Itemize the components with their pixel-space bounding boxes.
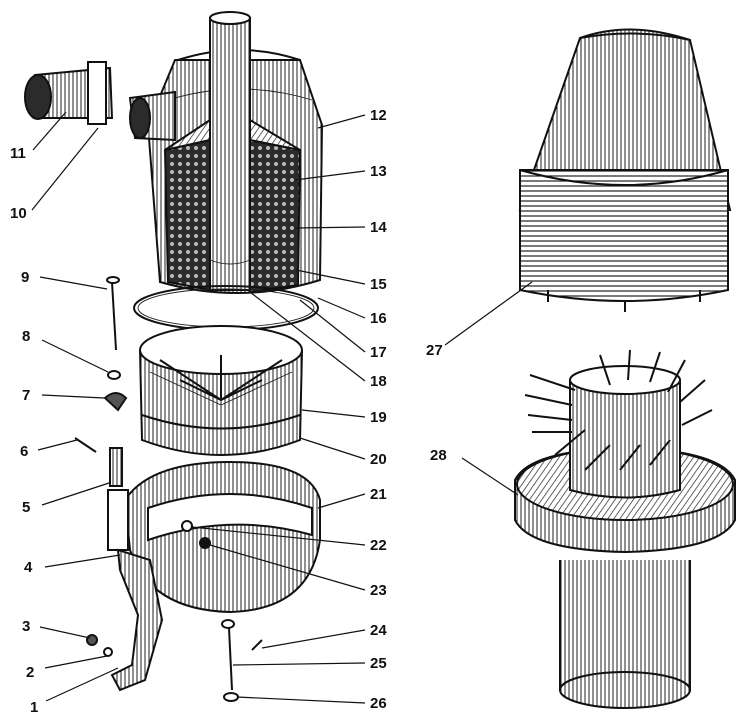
leader-8 [41, 339, 109, 373]
callout-labels: 1 2 3 4 5 6 7 8 9 10 11 12 13 14 15 16 1… [10, 107, 447, 716]
callout-14: 14 [370, 219, 387, 236]
callout-28: 28 [430, 447, 447, 464]
callout-16: 16 [370, 310, 387, 327]
callout-19: 19 [370, 409, 387, 426]
callout-20: 20 [370, 451, 387, 468]
leader-11 [32, 111, 67, 151]
callout-4: 4 [24, 559, 33, 576]
leader-2 [44, 655, 108, 669]
fasteners [74, 276, 263, 702]
main-filter-assembly [24, 11, 324, 702]
clamp-band [123, 460, 321, 614]
leader-16 [317, 297, 366, 319]
callout-17: 17 [370, 344, 387, 361]
callout-2: 2 [26, 664, 34, 681]
leader-25 [232, 662, 366, 666]
callout-9: 9 [21, 269, 29, 286]
leader-lines [31, 111, 533, 704]
vane-cup [139, 325, 303, 456]
leader-9 [39, 276, 108, 290]
leader-23 [209, 544, 366, 591]
callout-5: 5 [22, 499, 30, 516]
leader-28 [461, 457, 519, 496]
inlet-pipe [24, 61, 176, 142]
callout-15: 15 [370, 276, 387, 293]
leader-1 [45, 667, 119, 702]
callout-11: 11 [10, 145, 26, 162]
callout-24: 24 [370, 622, 387, 639]
callout-7: 7 [22, 387, 30, 404]
callout-3: 3 [22, 618, 30, 635]
callout-23: 23 [370, 582, 387, 599]
callout-8: 8 [22, 328, 30, 345]
leader-26 [236, 696, 366, 704]
central-tube [209, 11, 251, 291]
leader-13 [294, 170, 366, 181]
leader-24 [261, 629, 366, 649]
leader-7 [41, 394, 105, 399]
conical-cap [518, 28, 732, 312]
callout-22: 22 [370, 537, 387, 554]
leader-14 [294, 226, 366, 229]
leader-10 [31, 127, 99, 211]
leader-12 [317, 114, 366, 129]
callout-18: 18 [370, 373, 387, 390]
callout-12: 12 [370, 107, 387, 124]
leader-27 [444, 281, 533, 346]
leader-18 [249, 291, 366, 382]
callout-27: 27 [426, 342, 443, 359]
impeller-unit [514, 349, 736, 709]
leader-3 [39, 626, 91, 639]
leader-21 [317, 493, 366, 509]
callout-25: 25 [370, 655, 387, 672]
leader-5 [41, 482, 110, 506]
callout-6: 6 [20, 443, 28, 460]
hinge-bracket [107, 447, 164, 692]
callout-10: 10 [10, 205, 27, 222]
leader-20 [299, 437, 366, 460]
leader-19 [301, 409, 366, 418]
leader-4 [44, 554, 121, 568]
callout-1: 1 [30, 699, 38, 716]
leader-15 [295, 269, 366, 285]
leader-17 [299, 299, 366, 353]
leader-6 [37, 439, 78, 451]
filter-element [163, 118, 302, 294]
callout-21: 21 [370, 486, 387, 503]
callout-13: 13 [370, 163, 387, 180]
leader-22 [191, 526, 366, 546]
callout-26: 26 [370, 695, 387, 712]
